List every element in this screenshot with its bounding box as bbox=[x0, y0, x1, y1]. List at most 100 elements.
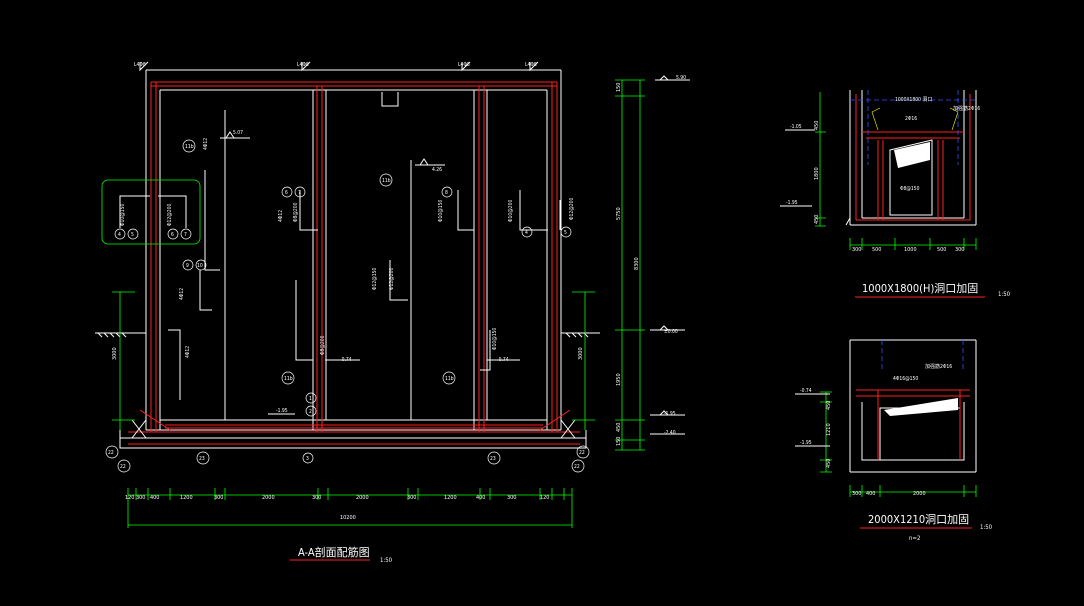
detail-top-elev-1: -1.05 bbox=[790, 124, 802, 130]
bottom-dimensions: 120 300 400 1200 300 2000 300 2000 300 1… bbox=[125, 495, 549, 521]
svg-text:1: 1 bbox=[309, 396, 312, 402]
detail-bottom-elev-2: -1.95 bbox=[800, 440, 812, 446]
mark-11b-b: 11b bbox=[379, 173, 393, 187]
detail-top-dim-b3: 1000 bbox=[904, 247, 917, 253]
legend-mark-4: 4 bbox=[114, 228, 126, 240]
svg-text:7: 7 bbox=[298, 190, 301, 196]
detail-bottom-structure bbox=[849, 339, 977, 473]
mark-23-a: 23 bbox=[196, 451, 210, 465]
svg-text:6: 6 bbox=[285, 190, 288, 196]
svg-text:9: 9 bbox=[186, 263, 189, 269]
mark-22-d: 22 bbox=[571, 459, 585, 473]
dim-bottom-3: 400 bbox=[150, 495, 159, 501]
detail-top-dim-b2: 500 bbox=[872, 247, 881, 253]
main-title-block: A-A剖面配筋图 1:50 bbox=[290, 545, 393, 564]
main-dimension-lines bbox=[112, 79, 645, 528]
dim-bottom-5: 300 bbox=[214, 495, 223, 501]
dim-bottom-2: 300 bbox=[136, 495, 145, 501]
dim-right-3: 8300 bbox=[634, 257, 640, 270]
dim-right-4: 1950 bbox=[616, 373, 622, 386]
callout-8: Φ12@200 bbox=[389, 268, 395, 290]
detail-bottom-dim-b3: 2000 bbox=[913, 491, 926, 497]
detail-top-dim-b5: 300 bbox=[955, 247, 964, 253]
elevation-ground: ±0.00 bbox=[664, 329, 678, 335]
dim-right-2: 5750 bbox=[616, 207, 622, 220]
top-bar-labels: L4Φ8 L4Φ8 L4Φ8 L4Φ8 bbox=[134, 61, 539, 72]
mark-5: 5 bbox=[560, 226, 572, 238]
svg-text:8: 8 bbox=[445, 190, 448, 196]
detail-bottom-callout-2: 加强筋2Φ16 bbox=[925, 363, 952, 370]
legend-box: 4 5 6 7 Φ10@150 Φ12@200 bbox=[101, 179, 201, 245]
svg-text:10: 10 bbox=[197, 263, 203, 269]
elevation-top: 5.90 bbox=[676, 75, 686, 81]
mark-1: 1 bbox=[305, 392, 317, 404]
ground-lines bbox=[95, 332, 600, 338]
legend-callout-2: Φ12@200 bbox=[167, 204, 173, 226]
mark-11b-c: 11b bbox=[281, 371, 295, 385]
svg-text:7: 7 bbox=[184, 232, 187, 238]
dim-bottom-11: 400 bbox=[476, 495, 485, 501]
mark-10: 10 bbox=[195, 259, 207, 271]
mark-6: 6 bbox=[281, 186, 293, 198]
detail-top-dim-b4: 500 bbox=[937, 247, 946, 253]
detail-bottom-dim-b2: 400 bbox=[866, 491, 875, 497]
elevation-markers: 5.90 5.07 4.26 ±0.00 -0.74 -0.74 -1.95 -… bbox=[220, 75, 690, 436]
svg-text:11b: 11b bbox=[284, 376, 293, 382]
callout-2: 4Φ12 bbox=[179, 288, 185, 300]
svg-text:6: 6 bbox=[171, 232, 174, 238]
right-dimensions: 150 5750 8300 1950 450 150 3000 3000 bbox=[112, 83, 640, 446]
dim-bottom-13: 120 bbox=[540, 495, 549, 501]
dim-bottom-1: 120 bbox=[125, 495, 134, 501]
detail-top-title: 1000X1800(H)洞口加固 bbox=[862, 282, 978, 295]
detail-top-dims: 300 500 1000 500 300 450 1800 450 -1.05 … bbox=[780, 92, 980, 253]
svg-text:11b: 11b bbox=[185, 144, 194, 150]
dim-right-1: 150 bbox=[616, 83, 622, 92]
detail-bottom-dim-l2: 1210 bbox=[826, 423, 832, 436]
detail-top-callout-1: 1000X1800 洞口 bbox=[895, 96, 932, 103]
detail-bottom-scale: 1:50 bbox=[980, 524, 993, 531]
detail-top-callout-4: Φ8@150 bbox=[900, 186, 920, 192]
svg-text:22: 22 bbox=[120, 464, 126, 470]
mark-22-a: 22 bbox=[105, 445, 119, 459]
svg-text:22: 22 bbox=[574, 464, 580, 470]
top-bar-label-1: L4Φ8 bbox=[134, 62, 146, 68]
detail-bottom-callout-1: 4Φ16@150 bbox=[893, 376, 918, 382]
mark-11b-d: 11b bbox=[442, 371, 456, 385]
rebar-callouts: 4Φ12 4Φ12 4Φ12 4Φ12 Φ8@200 Φ8@200 Φ12@15… bbox=[168, 138, 575, 400]
elevation-upper: 5.07 bbox=[233, 130, 243, 136]
callout-9: Φ10@150 bbox=[438, 200, 444, 222]
detail-top-elev-2: -1.95 bbox=[786, 200, 798, 206]
detail-bottom-dims: 300 400 2000 450 1210 450 -0.74 -1.95 4Φ… bbox=[795, 363, 977, 497]
detail-top-callout-3: 2Φ16 bbox=[905, 116, 917, 122]
main-title-scale: 1:50 bbox=[380, 557, 393, 564]
mark-9: 9 bbox=[182, 259, 194, 271]
legend-mark-6: 6 bbox=[167, 228, 179, 240]
dim-right-5: 450 bbox=[616, 423, 622, 432]
callout-11: Φ10@200 bbox=[508, 200, 514, 222]
top-bar-label-2: L4Φ8 bbox=[297, 62, 309, 68]
svg-text:11b: 11b bbox=[445, 376, 454, 382]
callout-7: Φ12@150 bbox=[372, 268, 378, 290]
elevation-inner-b: -0.74 bbox=[497, 357, 509, 363]
mark-4: 4 bbox=[521, 226, 533, 238]
detail-top-structure bbox=[845, 90, 977, 226]
svg-text:3: 3 bbox=[306, 456, 309, 462]
elevation-inner-a: -0.74 bbox=[340, 357, 352, 363]
elevation-floor-right: -1.95 bbox=[664, 411, 676, 417]
main-title: A-A剖面配筋图 bbox=[298, 545, 370, 559]
detail-top-callout-2: 加强筋2Φ16 bbox=[953, 105, 980, 112]
legend-mark-5: 5 bbox=[127, 228, 139, 240]
callout-4: 4Φ12 bbox=[278, 210, 284, 222]
callout-12: Φ12@200 bbox=[569, 198, 575, 220]
legend-callout-1: Φ10@150 bbox=[120, 204, 126, 226]
main-section-structure bbox=[119, 69, 587, 449]
svg-text:22: 22 bbox=[108, 450, 114, 456]
svg-text:23: 23 bbox=[490, 456, 496, 462]
mark-11b-a: 11b bbox=[182, 139, 196, 153]
svg-text:11b: 11b bbox=[382, 178, 391, 184]
dim-bottom-7: 300 bbox=[312, 495, 321, 501]
svg-text:22: 22 bbox=[579, 450, 585, 456]
dim-bottom-10: 1200 bbox=[444, 495, 457, 501]
